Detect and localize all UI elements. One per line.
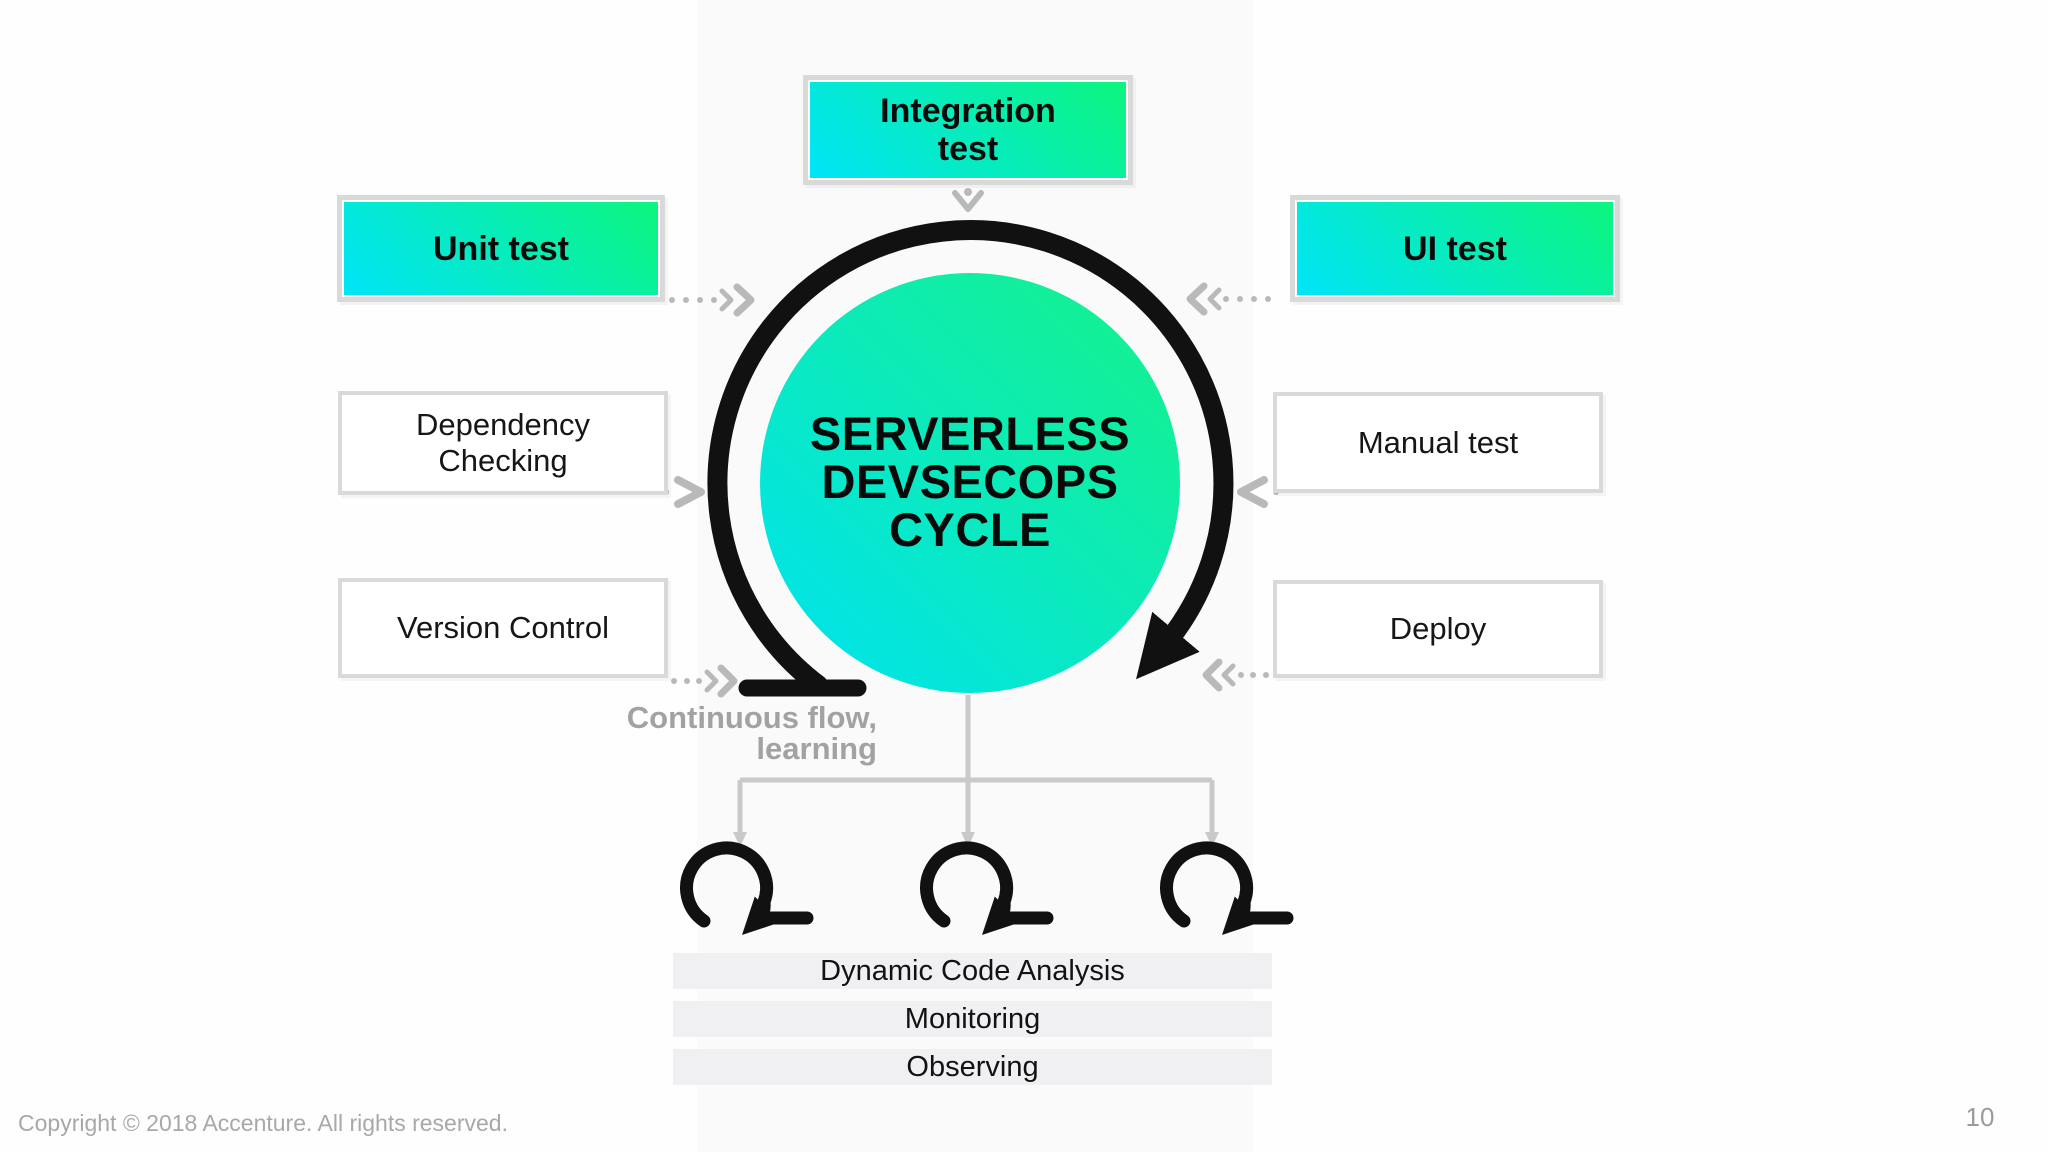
bar-dynamic-code-analysis-label: Dynamic Code Analysis: [820, 954, 1125, 987]
box-dependency-checking: Dependency Checking: [338, 391, 668, 495]
cycle-title: SERVERLESS DEVSECOPS CYCLE: [809, 407, 1131, 556]
loop-icon: [920, 841, 1054, 936]
box-unit-test-label: Unit test: [344, 202, 658, 295]
branch-arrow-icon: [733, 695, 1219, 847]
box-unit-test: Unit test: [337, 195, 665, 302]
copyright-text: Copyright © 2018 Accenture. All rights r…: [18, 1110, 508, 1136]
dotted-arrow-ui-test: [1186, 282, 1271, 316]
arrow-dependency: [663, 476, 705, 508]
box-manual-test-label: Manual test: [1357, 424, 1519, 460]
dotted-arrow-version-control: [671, 664, 738, 698]
dotted-arrow-deploy: [1202, 658, 1269, 692]
box-ui-test-label: UI test: [1297, 202, 1613, 295]
box-version-control-label: Version Control: [397, 610, 609, 645]
bar-monitoring-label: Monitoring: [904, 1002, 1041, 1035]
page-number: 10: [1965, 1102, 1995, 1132]
continuous-flow-note: Continuous flow, learning: [626, 700, 877, 766]
down-chevron-icon: [952, 188, 984, 212]
loop-icon: [680, 841, 814, 936]
box-version-control: Version Control: [338, 578, 668, 678]
bar-dynamic-code-analysis: Dynamic Code Analysis: [673, 953, 1272, 989]
cycle-arrow-icon: [707, 220, 1234, 697]
bar-monitoring: Monitoring: [673, 1001, 1272, 1037]
dotted-arrow-unit-test: [669, 283, 755, 317]
box-integration-test-label: Integration test: [810, 82, 1126, 178]
box-deploy-label: Deploy: [1389, 611, 1487, 646]
box-integration-test: Integration test: [803, 75, 1133, 185]
box-deploy: Deploy: [1273, 580, 1603, 678]
bar-observing-label: Observing: [906, 1050, 1039, 1083]
box-dependency-checking-label: Dependency Checking: [415, 407, 591, 478]
box-ui-test: UI test: [1290, 195, 1620, 302]
box-manual-test: Manual test: [1273, 392, 1603, 493]
cycle-circle: [760, 273, 1180, 693]
bar-observing: Observing: [673, 1049, 1272, 1085]
loop-icon: [1160, 841, 1294, 936]
